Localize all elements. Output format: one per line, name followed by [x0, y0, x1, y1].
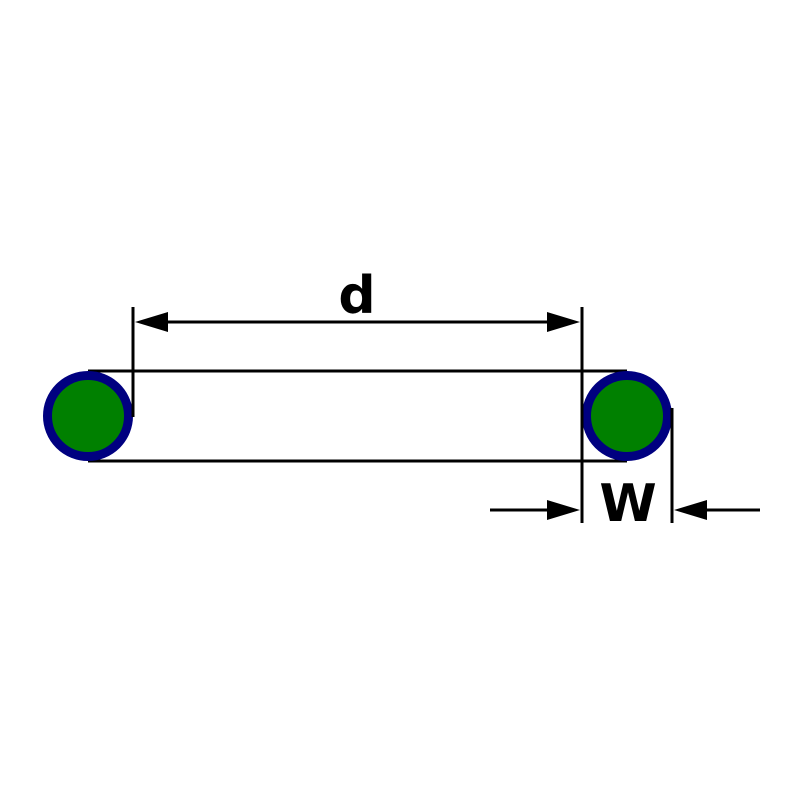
width-arrowhead-right-icon [674, 500, 707, 520]
diameter-arrowhead-right-icon [547, 312, 580, 332]
diameter-dimension-arrow [135, 312, 580, 332]
oring-cross-section-left [43, 371, 133, 461]
width-arrowhead-left-icon [547, 500, 580, 520]
oring-cross-section-right [582, 371, 672, 461]
width-label: W [599, 474, 656, 534]
diameter-label: d [338, 266, 375, 326]
width-dimension-arrows [490, 500, 760, 520]
diameter-arrowhead-left-icon [135, 312, 168, 332]
